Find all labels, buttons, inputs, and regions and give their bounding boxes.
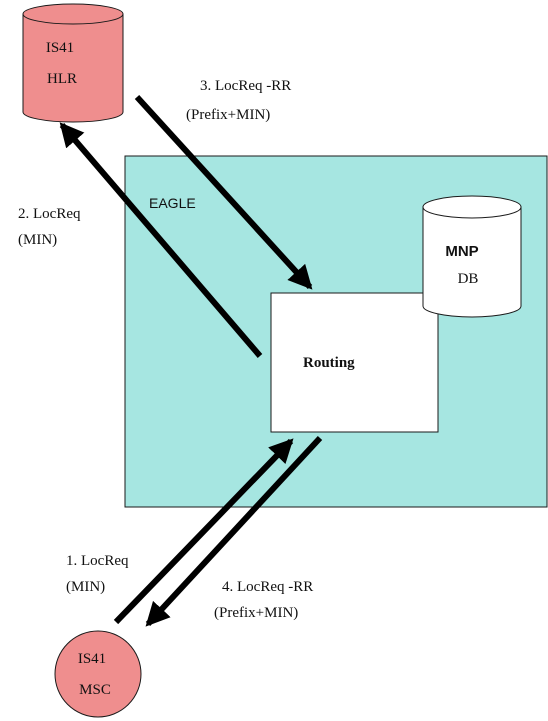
msc-node: IS41 MSC (54, 630, 142, 718)
msc-label-line2: MSC (79, 682, 111, 698)
mnp-db-top (422, 195, 522, 219)
mnp-db-label-line2: DB (458, 271, 479, 287)
message-3-label: 3. LocReq -RR (Prefix+MIN) (186, 78, 291, 123)
message-1-line2: (MIN) (66, 579, 105, 595)
msc-label-line1: IS41 (78, 651, 106, 667)
message-4-line2: (Prefix+MIN) (214, 605, 298, 621)
hlr-cylinder: IS41 HLR (22, 3, 124, 123)
message-3-line1: 3. LocReq -RR (200, 78, 291, 94)
mnp-db-label-line1: MNP (445, 243, 478, 260)
arrow-1-locreq (113, 438, 294, 625)
hlr-label-line1: IS41 (46, 40, 74, 56)
message-2-label: 2. LocReq (MIN) (18, 206, 81, 248)
mnp-db-body (422, 207, 522, 318)
arrow-4-locreq-rr (145, 435, 323, 627)
arrow-3-locreq-rr (134, 94, 313, 290)
message-2-line2: (MIN) (18, 232, 57, 248)
arrow-2-locreq (59, 122, 263, 358)
mnp-db-cylinder: MNP DB (422, 195, 522, 318)
message-4-label: 4. LocReq -RR (Prefix+MIN) (214, 579, 313, 621)
routing-box (270, 292, 439, 433)
hlr-body (22, 14, 124, 123)
message-1-line1: 1. LocReq (66, 553, 129, 569)
message-1-label: 1. LocReq (MIN) (66, 553, 129, 595)
msc-circle (54, 630, 142, 718)
routing-label: Routing (303, 355, 355, 371)
hlr-top (22, 3, 124, 25)
hlr-label-line2: HLR (47, 71, 77, 87)
eagle-label: EAGLE (149, 195, 196, 211)
message-2-line1: 2. LocReq (18, 206, 81, 222)
message-3-line2: (Prefix+MIN) (186, 107, 270, 123)
message-4-line1: 4. LocReq -RR (222, 579, 313, 595)
